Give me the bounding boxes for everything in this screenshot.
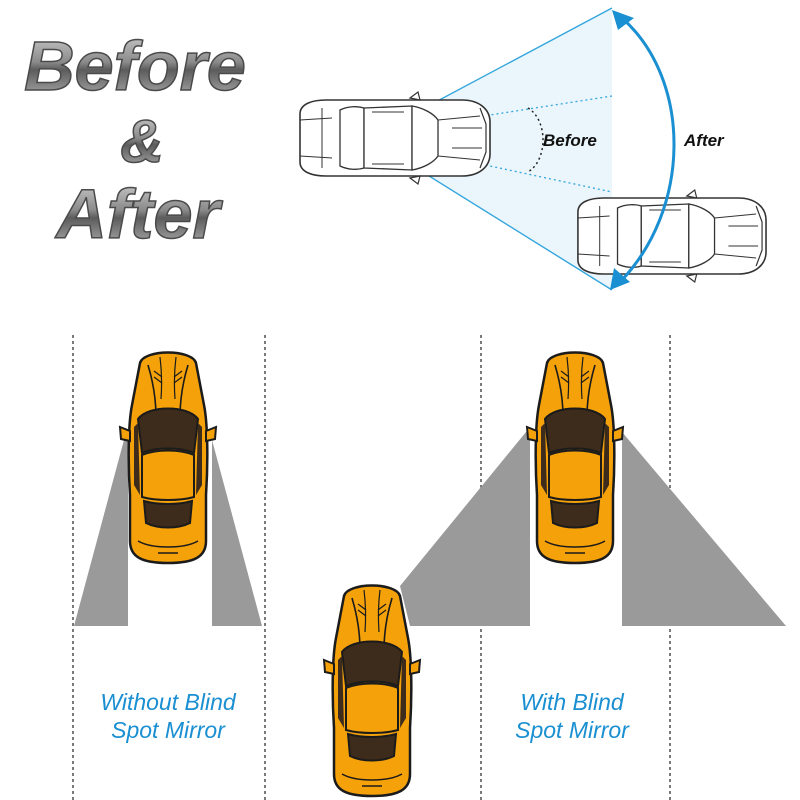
left-wide-view-area bbox=[400, 432, 530, 626]
heading-before: Before bbox=[24, 27, 246, 105]
caption-without-line2: Spot Mirror bbox=[111, 717, 226, 743]
before-label: Before bbox=[543, 131, 597, 150]
caption-without-mirror: Without Blind Spot Mirror bbox=[100, 689, 237, 743]
heading-ampersand: & bbox=[120, 108, 163, 175]
after-label: After bbox=[683, 131, 725, 150]
heading-after: After bbox=[54, 175, 223, 253]
right-mirror-view-area bbox=[212, 440, 262, 626]
caption-with-line1: With Blind bbox=[520, 689, 625, 715]
caption-without-line1: Without Blind bbox=[100, 689, 237, 715]
white-car-blind-spot bbox=[577, 189, 767, 283]
without-mirror-scene bbox=[74, 351, 262, 626]
arrow-head-bottom-icon bbox=[610, 268, 630, 290]
view-angle-diagram: Before After bbox=[299, 7, 767, 291]
caption-with-line2: Spot Mirror bbox=[515, 717, 630, 743]
white-car-own bbox=[299, 91, 491, 185]
right-wide-view-area bbox=[622, 432, 786, 626]
orange-car-in-blind-spot bbox=[322, 584, 422, 798]
left-mirror-view-area bbox=[74, 440, 128, 626]
orange-car-with-mirror bbox=[525, 351, 625, 565]
before-after-heading: Before & After bbox=[23, 26, 246, 254]
after-angle-arc bbox=[616, 16, 676, 286]
orange-car-without-mirror bbox=[118, 351, 218, 565]
with-mirror-scene bbox=[322, 351, 786, 798]
arrow-head-top-icon bbox=[612, 10, 634, 30]
caption-with-mirror: With Blind Spot Mirror bbox=[515, 689, 630, 743]
before-angle-arc bbox=[527, 107, 544, 173]
